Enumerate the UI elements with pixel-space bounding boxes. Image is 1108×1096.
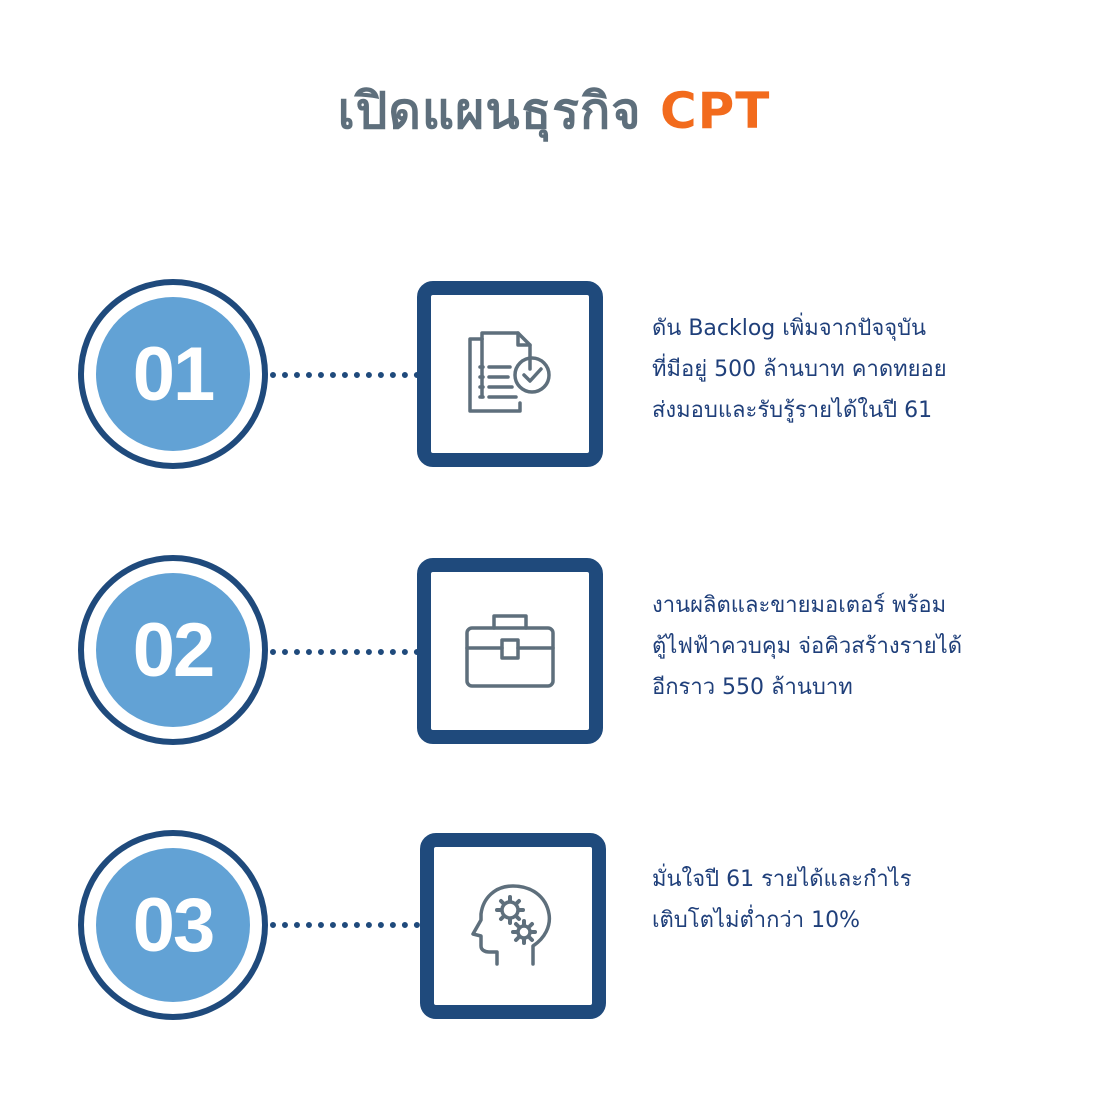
description-line: งานผลิตและขายมอเตอร์ พร้อม [652,593,947,618]
description-line: ดัน Backlog เพิ่มจากปัจจุบัน [652,316,927,341]
step-description: งานผลิตและขายมอเตอร์ พร้อม ตู้ไฟฟ้าควบคุ… [652,585,1052,708]
dotted-connector [270,649,420,655]
icon-box [417,558,603,744]
document-check-icon [468,331,551,413]
description-line: ส่งมอบและรับรู้รายได้ในปี 61 [652,398,933,423]
page-title: เปิดแผนธุรกิจ CPT [0,72,1108,151]
description-line: ตู้ไฟฟ้าควบคุม จ่อคิวสร้างรายได้ [652,634,963,659]
step-description: ดัน Backlog เพิ่มจากปัจจุบัน ที่มีอยู่ 5… [652,308,1052,431]
dotted-connector [270,922,420,928]
step-number-circle: 02 [78,555,268,745]
description-line: มั่นใจปี 61 รายได้และกำไร [652,867,912,892]
step-number: 03 [96,848,250,1002]
description-line: อีกราว 550 ล้านบาท [652,675,853,700]
icon-box [420,833,606,1019]
step-03: 03 มั่นใจปี 61 รายได้และกำไร เติบโตไม่ต่… [0,830,1108,1030]
dotted-connector [270,372,420,378]
step-number-circle: 03 [78,830,268,1020]
head-gears-icon [471,884,552,966]
step-number: 01 [96,297,250,451]
description-line: เติบโตไม่ต่ำกว่า 10% [652,908,861,933]
step-01: 01 ดัน Backlog เพิ่มจากปัจจุบัน ที่มีอยู… [0,279,1108,479]
title-main: เปิดแผนธุรกิจ [337,82,642,140]
step-number: 02 [96,573,250,727]
description-line: ที่มีอยู่ 500 ล้านบาท คาดทยอย [652,357,947,382]
briefcase-icon [465,614,555,688]
title-accent: CPT [659,82,771,140]
step-02: 02 งานผลิตและขายมอเตอร์ พร้อม ตู้ไฟฟ้าคว… [0,555,1108,755]
icon-box [417,281,603,467]
step-number-circle: 01 [78,279,268,469]
step-description: มั่นใจปี 61 รายได้และกำไร เติบโตไม่ต่ำกว… [652,859,1052,941]
